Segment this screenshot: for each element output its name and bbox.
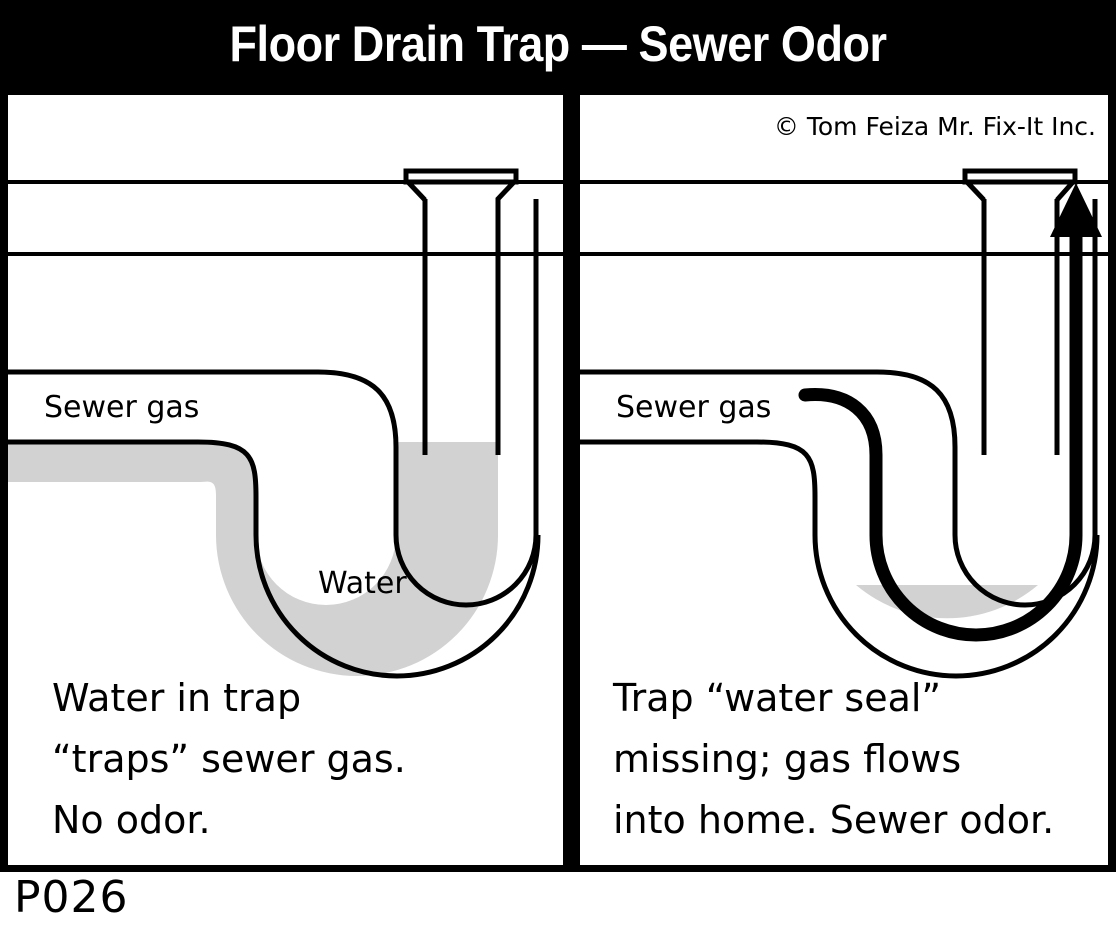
label-water: Water <box>318 566 407 601</box>
trap-outline-upper <box>8 199 539 608</box>
trap-outline-lower <box>8 439 541 679</box>
title-bar: Floor Drain Trap — Sewer Odor <box>0 0 1116 88</box>
panel-left-trap-with-water: Sewer gas Water Water in trap “traps” se… <box>8 95 563 865</box>
water-fill-shape <box>8 442 498 676</box>
caption-line-3: into home. Sewer odor. <box>613 798 1054 842</box>
panel-container: Sewer gas Water Water in trap “traps” se… <box>0 88 1116 872</box>
drain-taper-right <box>495 180 516 202</box>
gas-flow-arrow-icon <box>798 183 1102 642</box>
caption-line-1: Water in trap <box>52 676 301 720</box>
trap-outline-lower <box>580 439 1100 679</box>
caption-line-3: No odor. <box>52 798 211 842</box>
drain-taper-left <box>406 180 427 202</box>
label-sewer-gas: Sewer gas <box>44 390 199 425</box>
caption-line-2: “traps” sewer gas. <box>52 737 406 781</box>
caption-line-1: Trap “water seal” <box>612 676 941 720</box>
panel-right-trap-missing-water: © Tom Feiza Mr. Fix-It Inc. <box>580 95 1108 865</box>
caption-line-2: missing; gas flows <box>613 737 961 781</box>
right-diagram: © Tom Feiza Mr. Fix-It Inc. <box>580 112 1108 842</box>
copyright-text: © Tom Feiza Mr. Fix-It Inc. <box>774 112 1096 141</box>
left-diagram: Sewer gas Water Water in trap “traps” se… <box>8 168 563 842</box>
drain-taper-left <box>965 180 986 202</box>
drain-taper-right <box>1055 180 1075 202</box>
plate-code: P026 <box>14 872 129 923</box>
trap-outline-upper <box>580 199 1098 608</box>
page-title: Floor Drain Trap — Sewer Odor <box>229 16 887 72</box>
drain-flange-icon <box>403 168 519 185</box>
footer-bar: P026 <box>0 872 1116 934</box>
drain-flange-icon <box>962 168 1078 185</box>
label-sewer-gas: Sewer gas <box>616 390 771 425</box>
